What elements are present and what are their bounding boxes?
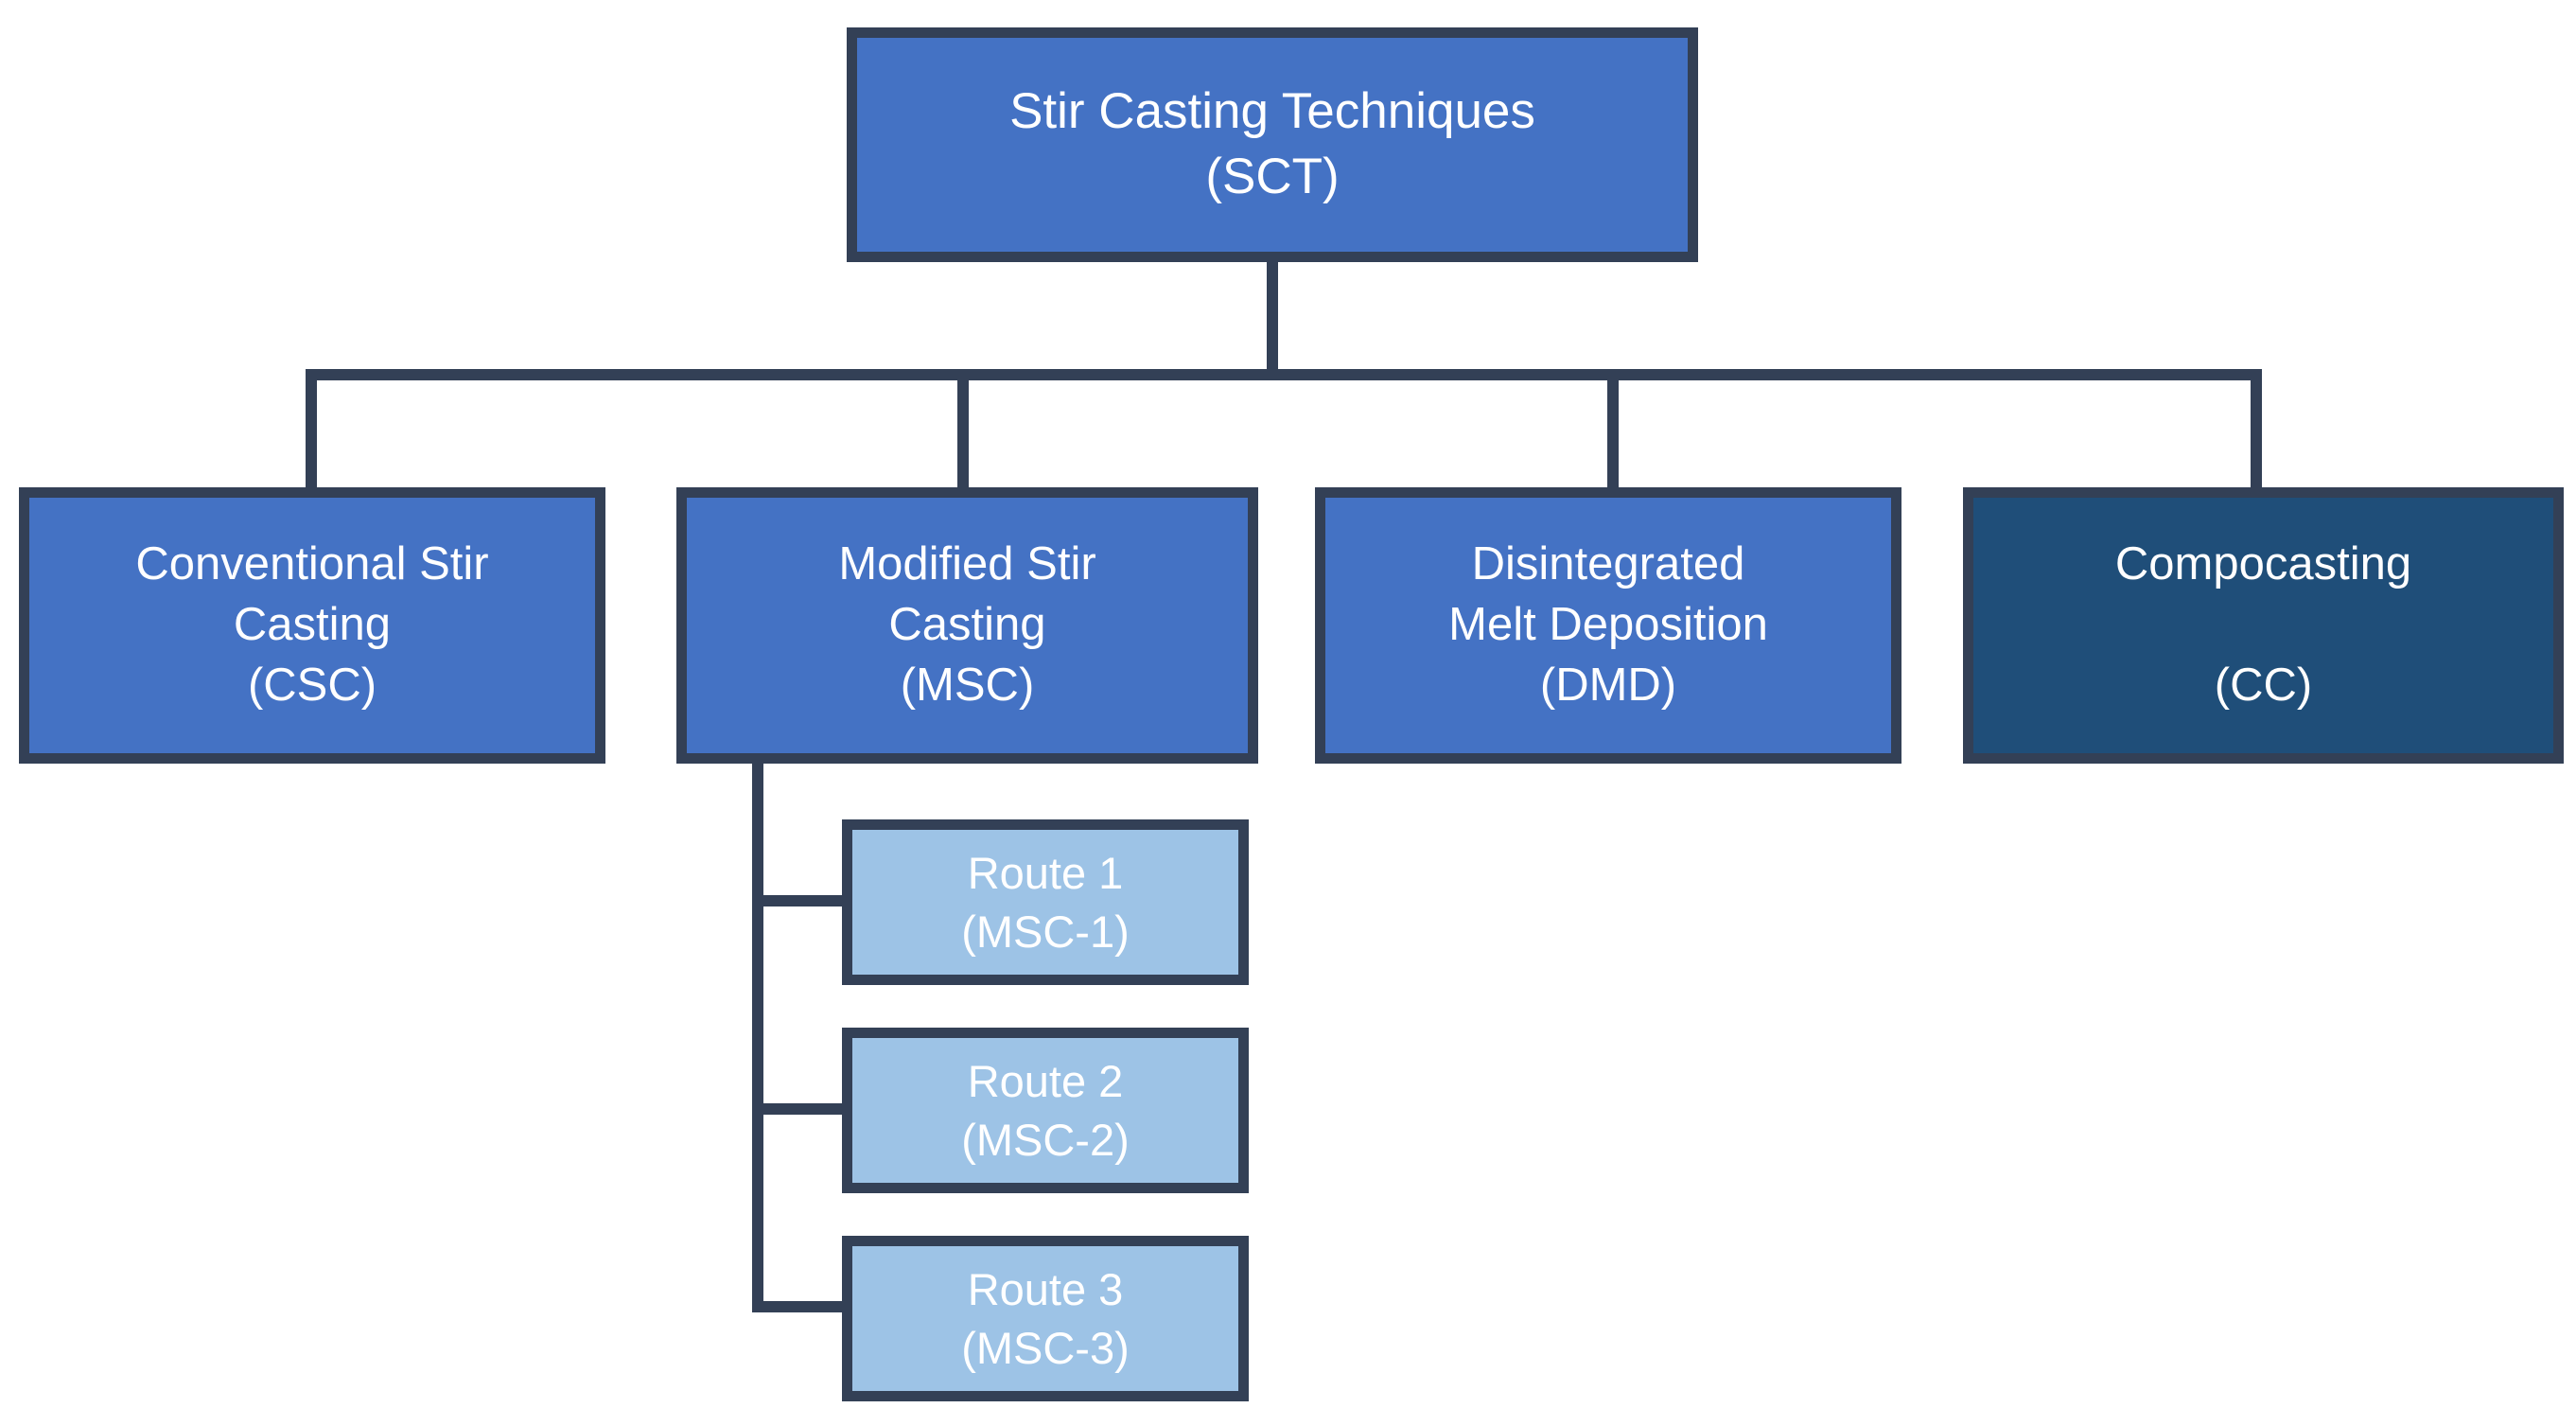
node-label-line1: Conventional Stir (135, 538, 489, 590)
node-label-line1: Modified Stir (838, 538, 1096, 590)
connector-drop-cc (2251, 369, 2262, 489)
node-label-line2: Casting (233, 599, 392, 651)
node-label-line1: Compocasting (2114, 538, 2412, 590)
connector-elbow-route-1 (752, 895, 847, 906)
node-label-line2: (MSC-1) (961, 906, 1130, 957)
node-label-line3: (CSC) (247, 659, 377, 711)
connector-drop-msc (957, 369, 969, 489)
node-stir-casting-techniques[interactable]: Stir Casting Techniques (SCT) (847, 27, 1698, 262)
node-label-line1: Route 2 (967, 1056, 1124, 1107)
connector-root-stem (1267, 262, 1278, 371)
node-label-line2: (MSC-3) (961, 1322, 1130, 1373)
node-label-line2: Melt Deposition (1448, 599, 1768, 651)
node-route-1[interactable]: Route 1 (MSC-1) (842, 819, 1249, 985)
node-label-line1: Disintegrated (1471, 538, 1745, 590)
node-conventional-stir-casting[interactable]: Conventional Stir Casting (CSC) (19, 487, 605, 764)
node-label-line3: (MSC) (900, 659, 1035, 711)
node-label-line1: Stir Casting Techniques (1009, 83, 1535, 140)
connector-drop-dmd (1607, 369, 1619, 489)
node-label-line3: (DMD) (1539, 659, 1677, 711)
node-label-line1: Route 1 (967, 848, 1124, 899)
connector-drop-csc (306, 369, 317, 489)
node-disintegrated-melt-deposition[interactable]: Disintegrated Melt Deposition (DMD) (1315, 487, 1901, 764)
node-compocasting[interactable]: Compocasting (CC) (1963, 487, 2564, 764)
node-label-line2: Casting (888, 599, 1046, 651)
connector-elbow-route-2 (752, 1103, 847, 1115)
connector-horizontal-bus (306, 369, 2262, 380)
node-label-line3: (CC) (2214, 659, 2313, 711)
node-route-3[interactable]: Route 3 (MSC-3) (842, 1236, 1249, 1401)
node-label-line2: (SCT) (1205, 149, 1340, 204)
node-label-line1: Route 3 (967, 1264, 1124, 1315)
connector-elbow-route-3 (752, 1301, 847, 1312)
node-route-2[interactable]: Route 2 (MSC-2) (842, 1028, 1249, 1193)
node-modified-stir-casting[interactable]: Modified Stir Casting (MSC) (676, 487, 1258, 764)
connector-msc-spine (752, 762, 763, 1312)
node-label-line2: (MSC-2) (961, 1114, 1130, 1165)
